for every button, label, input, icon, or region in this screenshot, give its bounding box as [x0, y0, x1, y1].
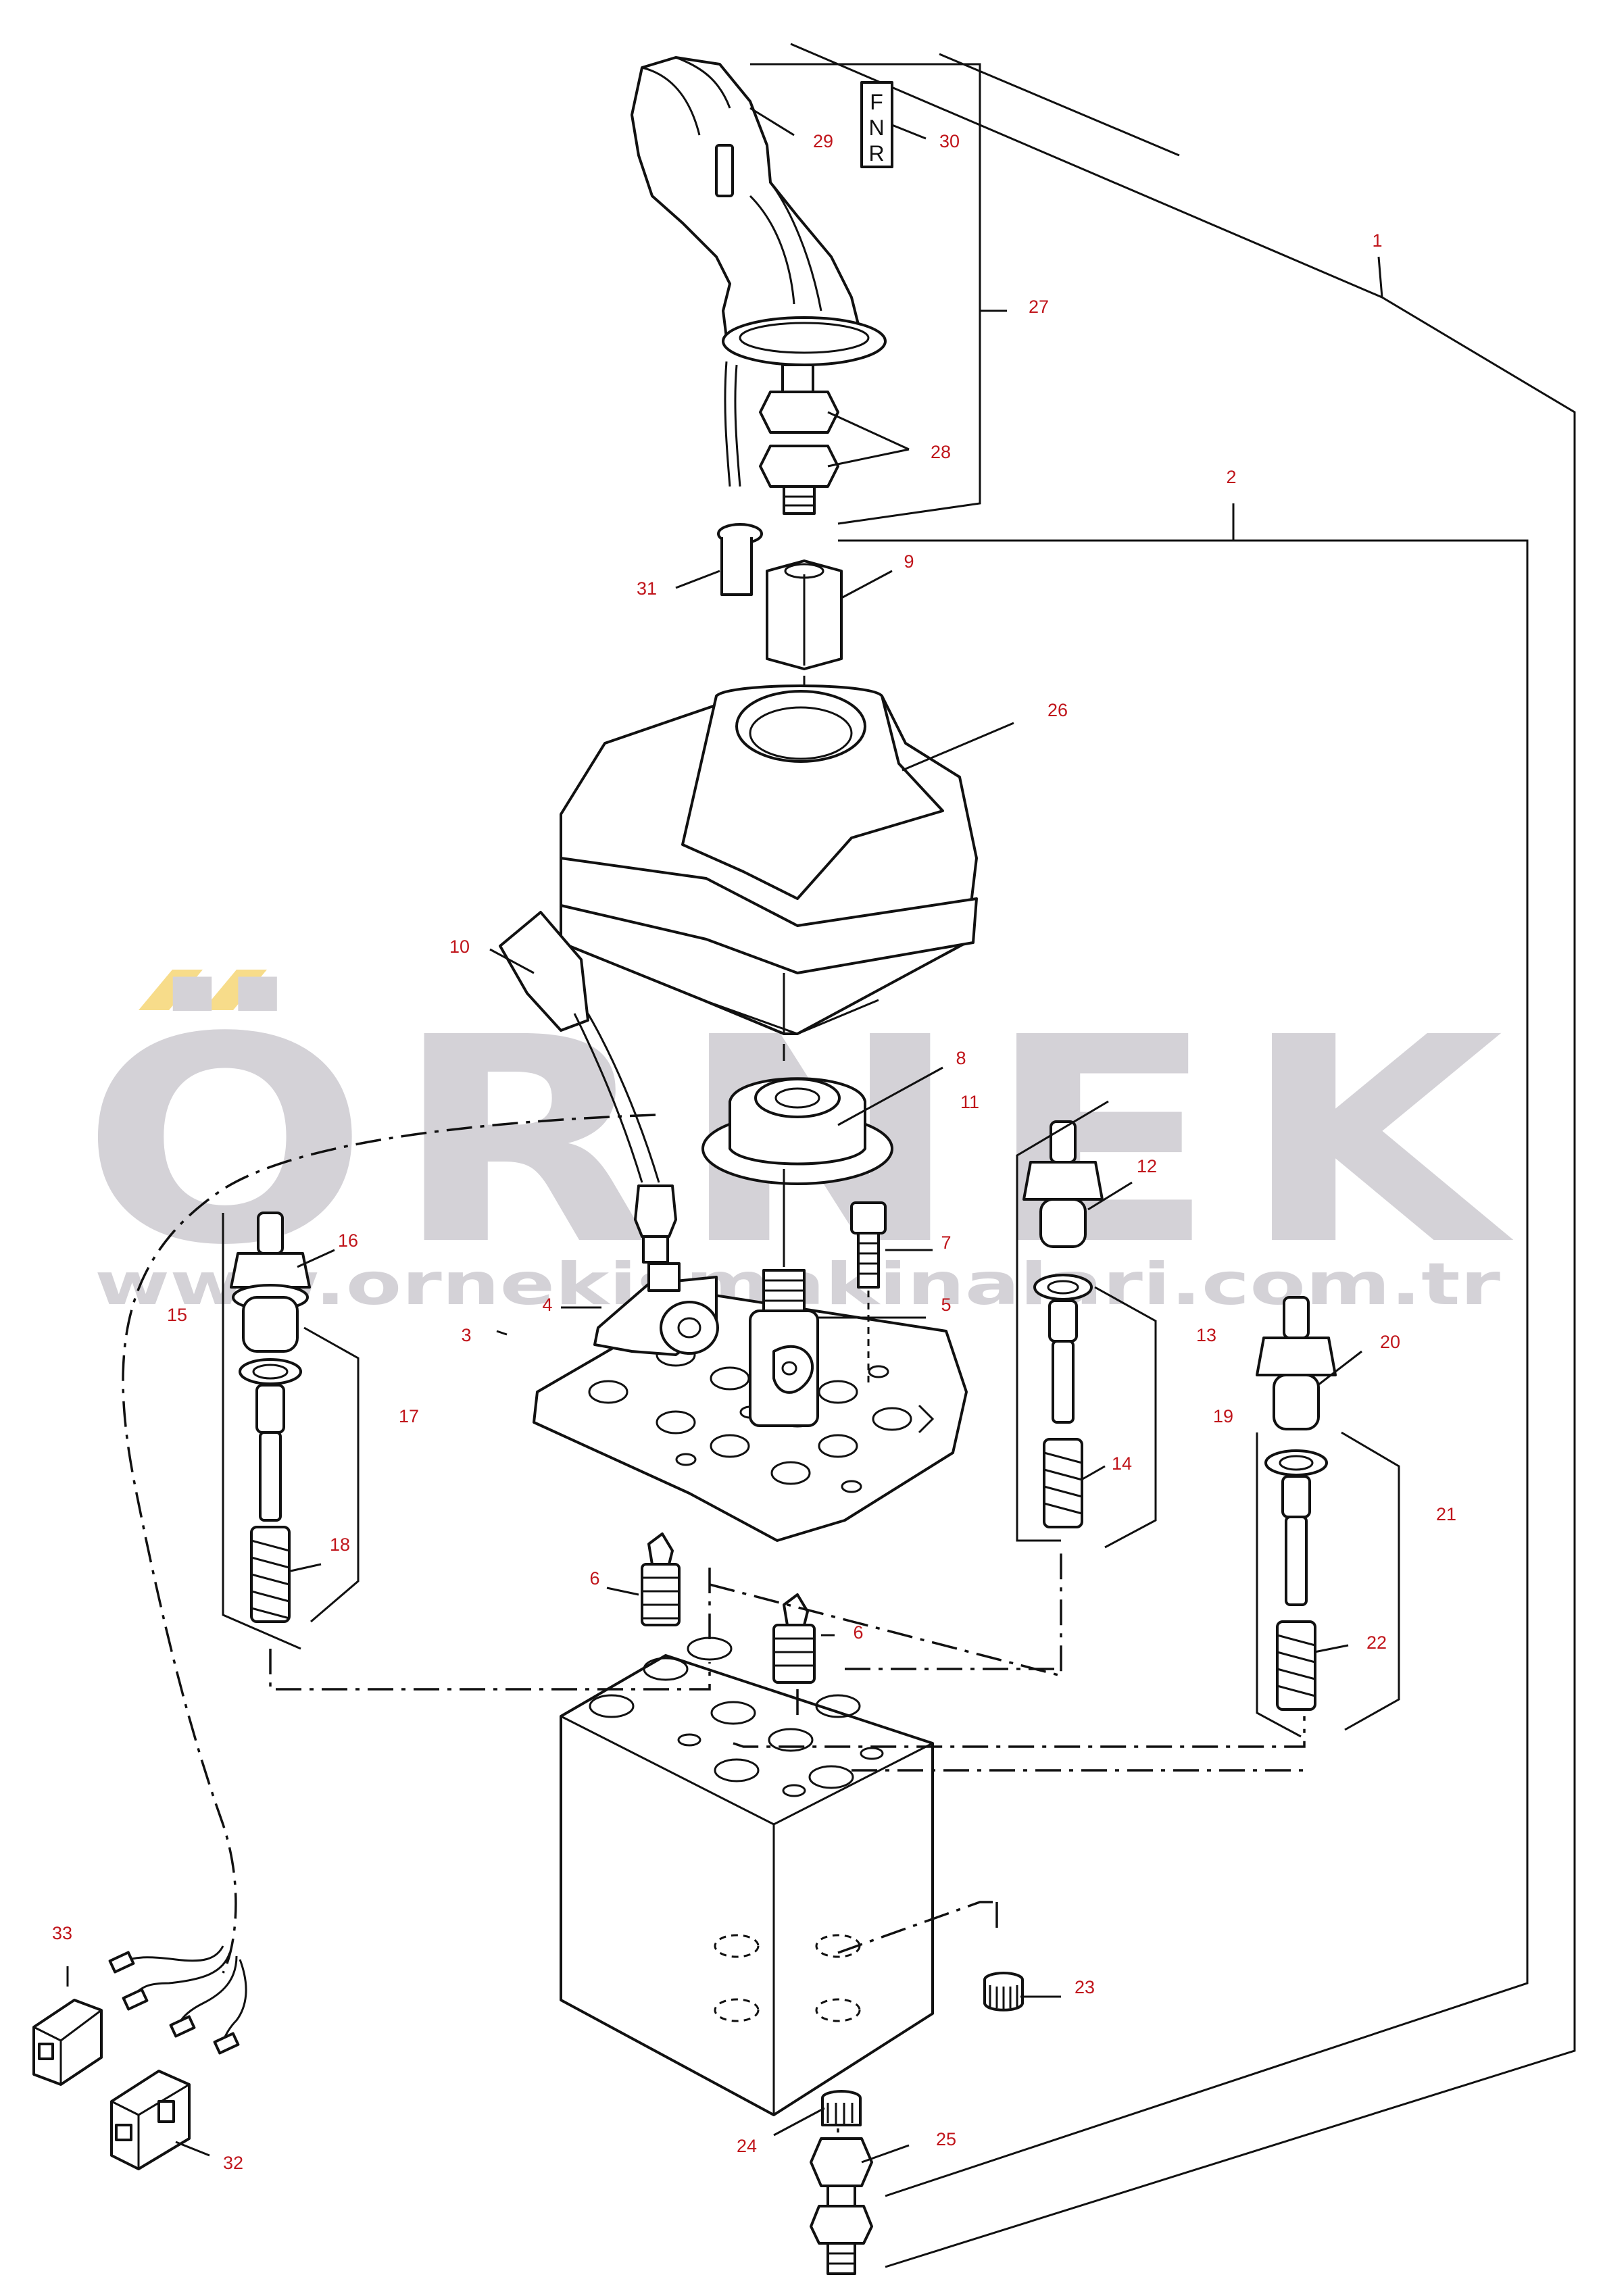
callout-25: 25 [936, 2129, 956, 2149]
callout-labels: 1 2 3 4 5 6 6 7 8 9 10 11 12 13 14 15 16… [52, 131, 1456, 2173]
group-bracket-11 [1016, 1100, 1109, 1542]
callout-10: 10 [449, 937, 470, 957]
port-fitting [810, 2090, 873, 2275]
callout-20: 20 [1380, 1332, 1400, 1352]
group-bracket-27 [750, 63, 981, 525]
callout-17: 17 [399, 1406, 419, 1426]
callout-6b: 6 [853, 1622, 863, 1643]
callout-14: 14 [1112, 1453, 1132, 1474]
callout-13: 13 [1196, 1325, 1216, 1345]
callout-4: 4 [542, 1295, 552, 1315]
wire-harness [108, 1945, 247, 2055]
callout-32: 32 [223, 2153, 243, 2173]
valve-body [560, 1637, 934, 2116]
callout-12: 12 [1137, 1156, 1157, 1176]
callout-31: 31 [637, 578, 657, 599]
callout-9: 9 [904, 551, 914, 572]
pilot-cartridge-right [1256, 1296, 1337, 1711]
fnr-letter-n: N [868, 116, 884, 140]
sleeve [717, 523, 763, 596]
group-bracket-13 [1094, 1286, 1157, 1549]
stud-and-nuts [759, 364, 839, 515]
callout-8: 8 [956, 1048, 966, 1068]
pilot-cartridge-left [230, 1212, 311, 1623]
callout-5: 5 [941, 1295, 951, 1315]
callout-33: 33 [52, 1923, 72, 1943]
fnr-letter-f: F [870, 90, 883, 114]
lever-bracket [593, 1262, 719, 1356]
callout-28: 28 [931, 442, 951, 462]
group-bracket-17 [303, 1326, 360, 1623]
callout-30: 30 [939, 131, 960, 151]
plunger-left [641, 1532, 681, 1626]
callout-1: 1 [1372, 230, 1382, 251]
callout-11: 11 [960, 1092, 979, 1112]
callout-19: 19 [1213, 1406, 1233, 1426]
cable-connector [499, 911, 677, 1264]
callout-27: 27 [1029, 297, 1049, 317]
watermark-accent-right [203, 970, 267, 1010]
callout-24: 24 [737, 2136, 757, 2156]
group-bracket-15 [222, 1213, 301, 1650]
callout-3: 3 [461, 1325, 471, 1345]
rubber-boot [560, 684, 978, 1035]
callout-15: 15 [167, 1305, 187, 1325]
connector-single [32, 1999, 103, 2086]
callout-29: 29 [813, 131, 833, 151]
callout-16: 16 [338, 1230, 358, 1251]
connector-double [110, 2070, 191, 2170]
pilot-cartridge-center [1022, 1120, 1104, 1528]
callout-23: 23 [1075, 1977, 1095, 1997]
callout-26: 26 [1047, 700, 1068, 720]
watermark-accent-left [139, 970, 203, 1010]
callout-2: 2 [1226, 467, 1236, 487]
group-bracket-21 [1341, 1431, 1400, 1731]
callout-7: 7 [941, 1232, 951, 1253]
joystick-handle [631, 56, 887, 487]
fnr-letter-r: R [868, 141, 884, 166]
assembly-path-lines [122, 1114, 1306, 2135]
group-bracket-19 [1256, 1432, 1302, 1738]
port-plug [983, 1972, 1024, 2012]
cone-seal [701, 1077, 893, 1185]
universal-joint [749, 1269, 819, 1427]
group-bracket-2 [838, 539, 1529, 2197]
callout-22: 22 [1366, 1632, 1387, 1653]
callout-leaders [66, 107, 1383, 2164]
callout-18: 18 [330, 1534, 350, 1555]
plunger-right [772, 1593, 816, 1684]
adapter-nut [766, 559, 843, 670]
fnr-decal: F N R [860, 81, 893, 168]
callout-21: 21 [1436, 1504, 1456, 1524]
callout-6a: 6 [589, 1568, 599, 1589]
socket-screw [850, 1201, 887, 1289]
